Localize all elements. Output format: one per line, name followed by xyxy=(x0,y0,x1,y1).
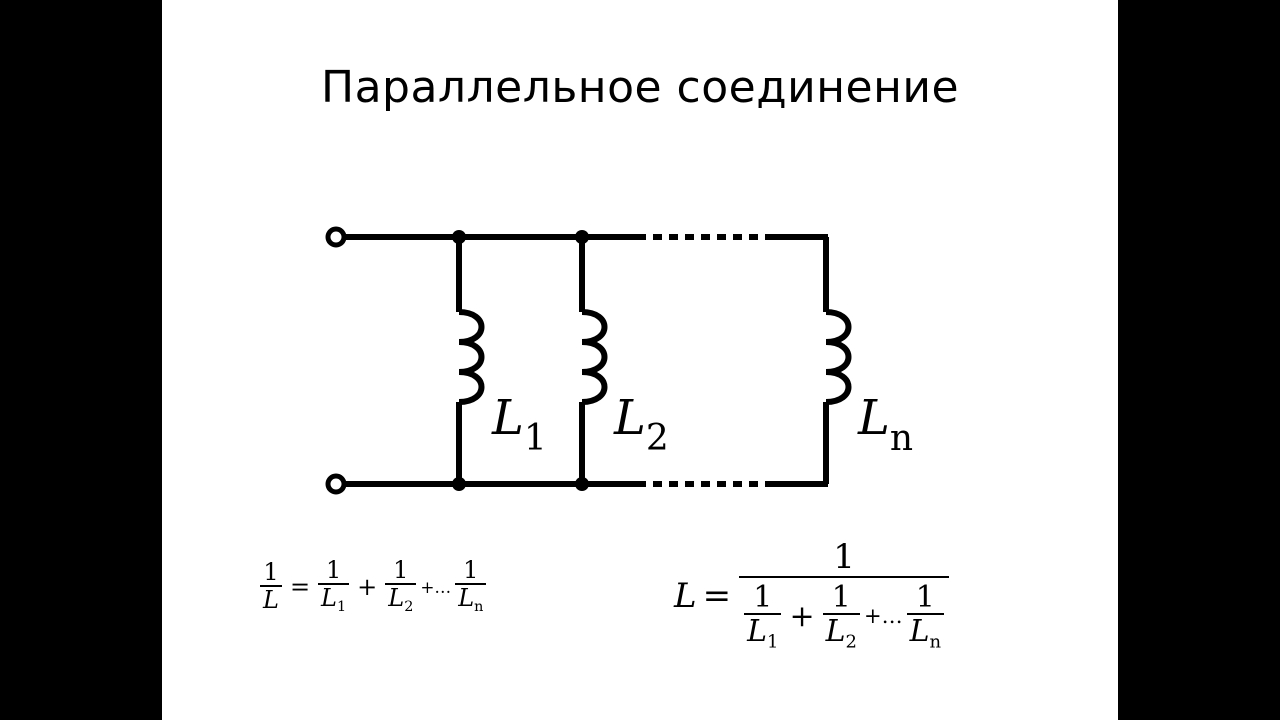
formula-total-inductance: L = 1 1 L1 + 1 L2 +… 1 Ln xyxy=(674,537,951,653)
junction-dot xyxy=(452,230,466,244)
fraction-1-over-l2: 1 L2 xyxy=(385,557,417,616)
slide-title: Параллельное соединение xyxy=(320,62,960,113)
main-numerator: 1 xyxy=(833,537,855,577)
label-l1: L1 xyxy=(491,390,547,459)
terminal-bottom xyxy=(325,473,347,495)
plus-ellipsis: +… xyxy=(863,604,903,629)
parallel-inductor-circuit: L1 L2 Ln xyxy=(325,226,913,495)
fraction-1-over-l: 1 L xyxy=(260,560,282,614)
plus-sign: + xyxy=(789,599,815,635)
equals-sign: = xyxy=(289,573,311,602)
main-denominator: 1 L1 + 1 L2 +… 1 Ln xyxy=(739,575,950,653)
main-fraction: 1 1 L1 + 1 L2 +… 1 Ln xyxy=(739,537,950,653)
junction-dot xyxy=(575,230,589,244)
fraction-1-over-ln: 1 Ln xyxy=(455,557,487,616)
fraction-1-over-l2: 1 L2 xyxy=(822,582,860,653)
formula-reciprocal-sum: 1 L = 1 L1 + 1 L2 +… 1 Ln xyxy=(258,557,488,616)
fraction-1-over-l1: 1 L1 xyxy=(744,582,782,653)
plus-ellipsis: +… xyxy=(420,577,452,598)
equals-sign: = xyxy=(702,576,732,617)
label-ln: Ln xyxy=(857,390,913,459)
junction-dot xyxy=(452,477,466,491)
fraction-1-over-ln: 1 Ln xyxy=(906,582,945,653)
fraction-1-over-l1: 1 L1 xyxy=(318,557,350,616)
inductor-l1 xyxy=(458,309,485,405)
symbol-l: L xyxy=(674,576,697,617)
label-l2: L2 xyxy=(613,390,669,459)
junction-dot xyxy=(575,477,589,491)
plus-sign: + xyxy=(357,573,378,602)
slide: Параллельное соединение xyxy=(162,0,1118,720)
terminal-top xyxy=(325,226,347,248)
inductor-l2 xyxy=(581,309,608,405)
inductor-ln xyxy=(825,309,852,405)
